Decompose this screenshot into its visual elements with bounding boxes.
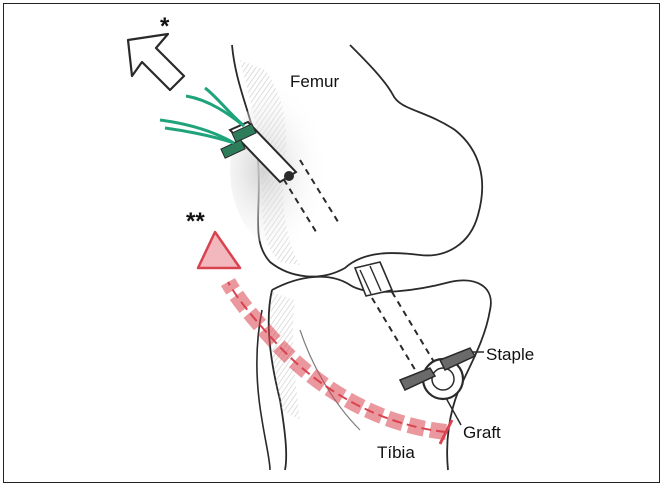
graft-bridge [355, 262, 392, 296]
single-asterisk-marker: * [160, 13, 169, 41]
graft-label: Graft [463, 423, 501, 443]
femur-label: Femur [290, 72, 339, 92]
tibia-label: Tíbia [377, 443, 415, 463]
suture-strands [160, 88, 244, 143]
pull-arrow-icon [128, 34, 184, 90]
tibial-staple [400, 348, 484, 425]
double-asterisk-marker: ** [186, 208, 205, 236]
staple-label: Staple [486, 345, 534, 365]
